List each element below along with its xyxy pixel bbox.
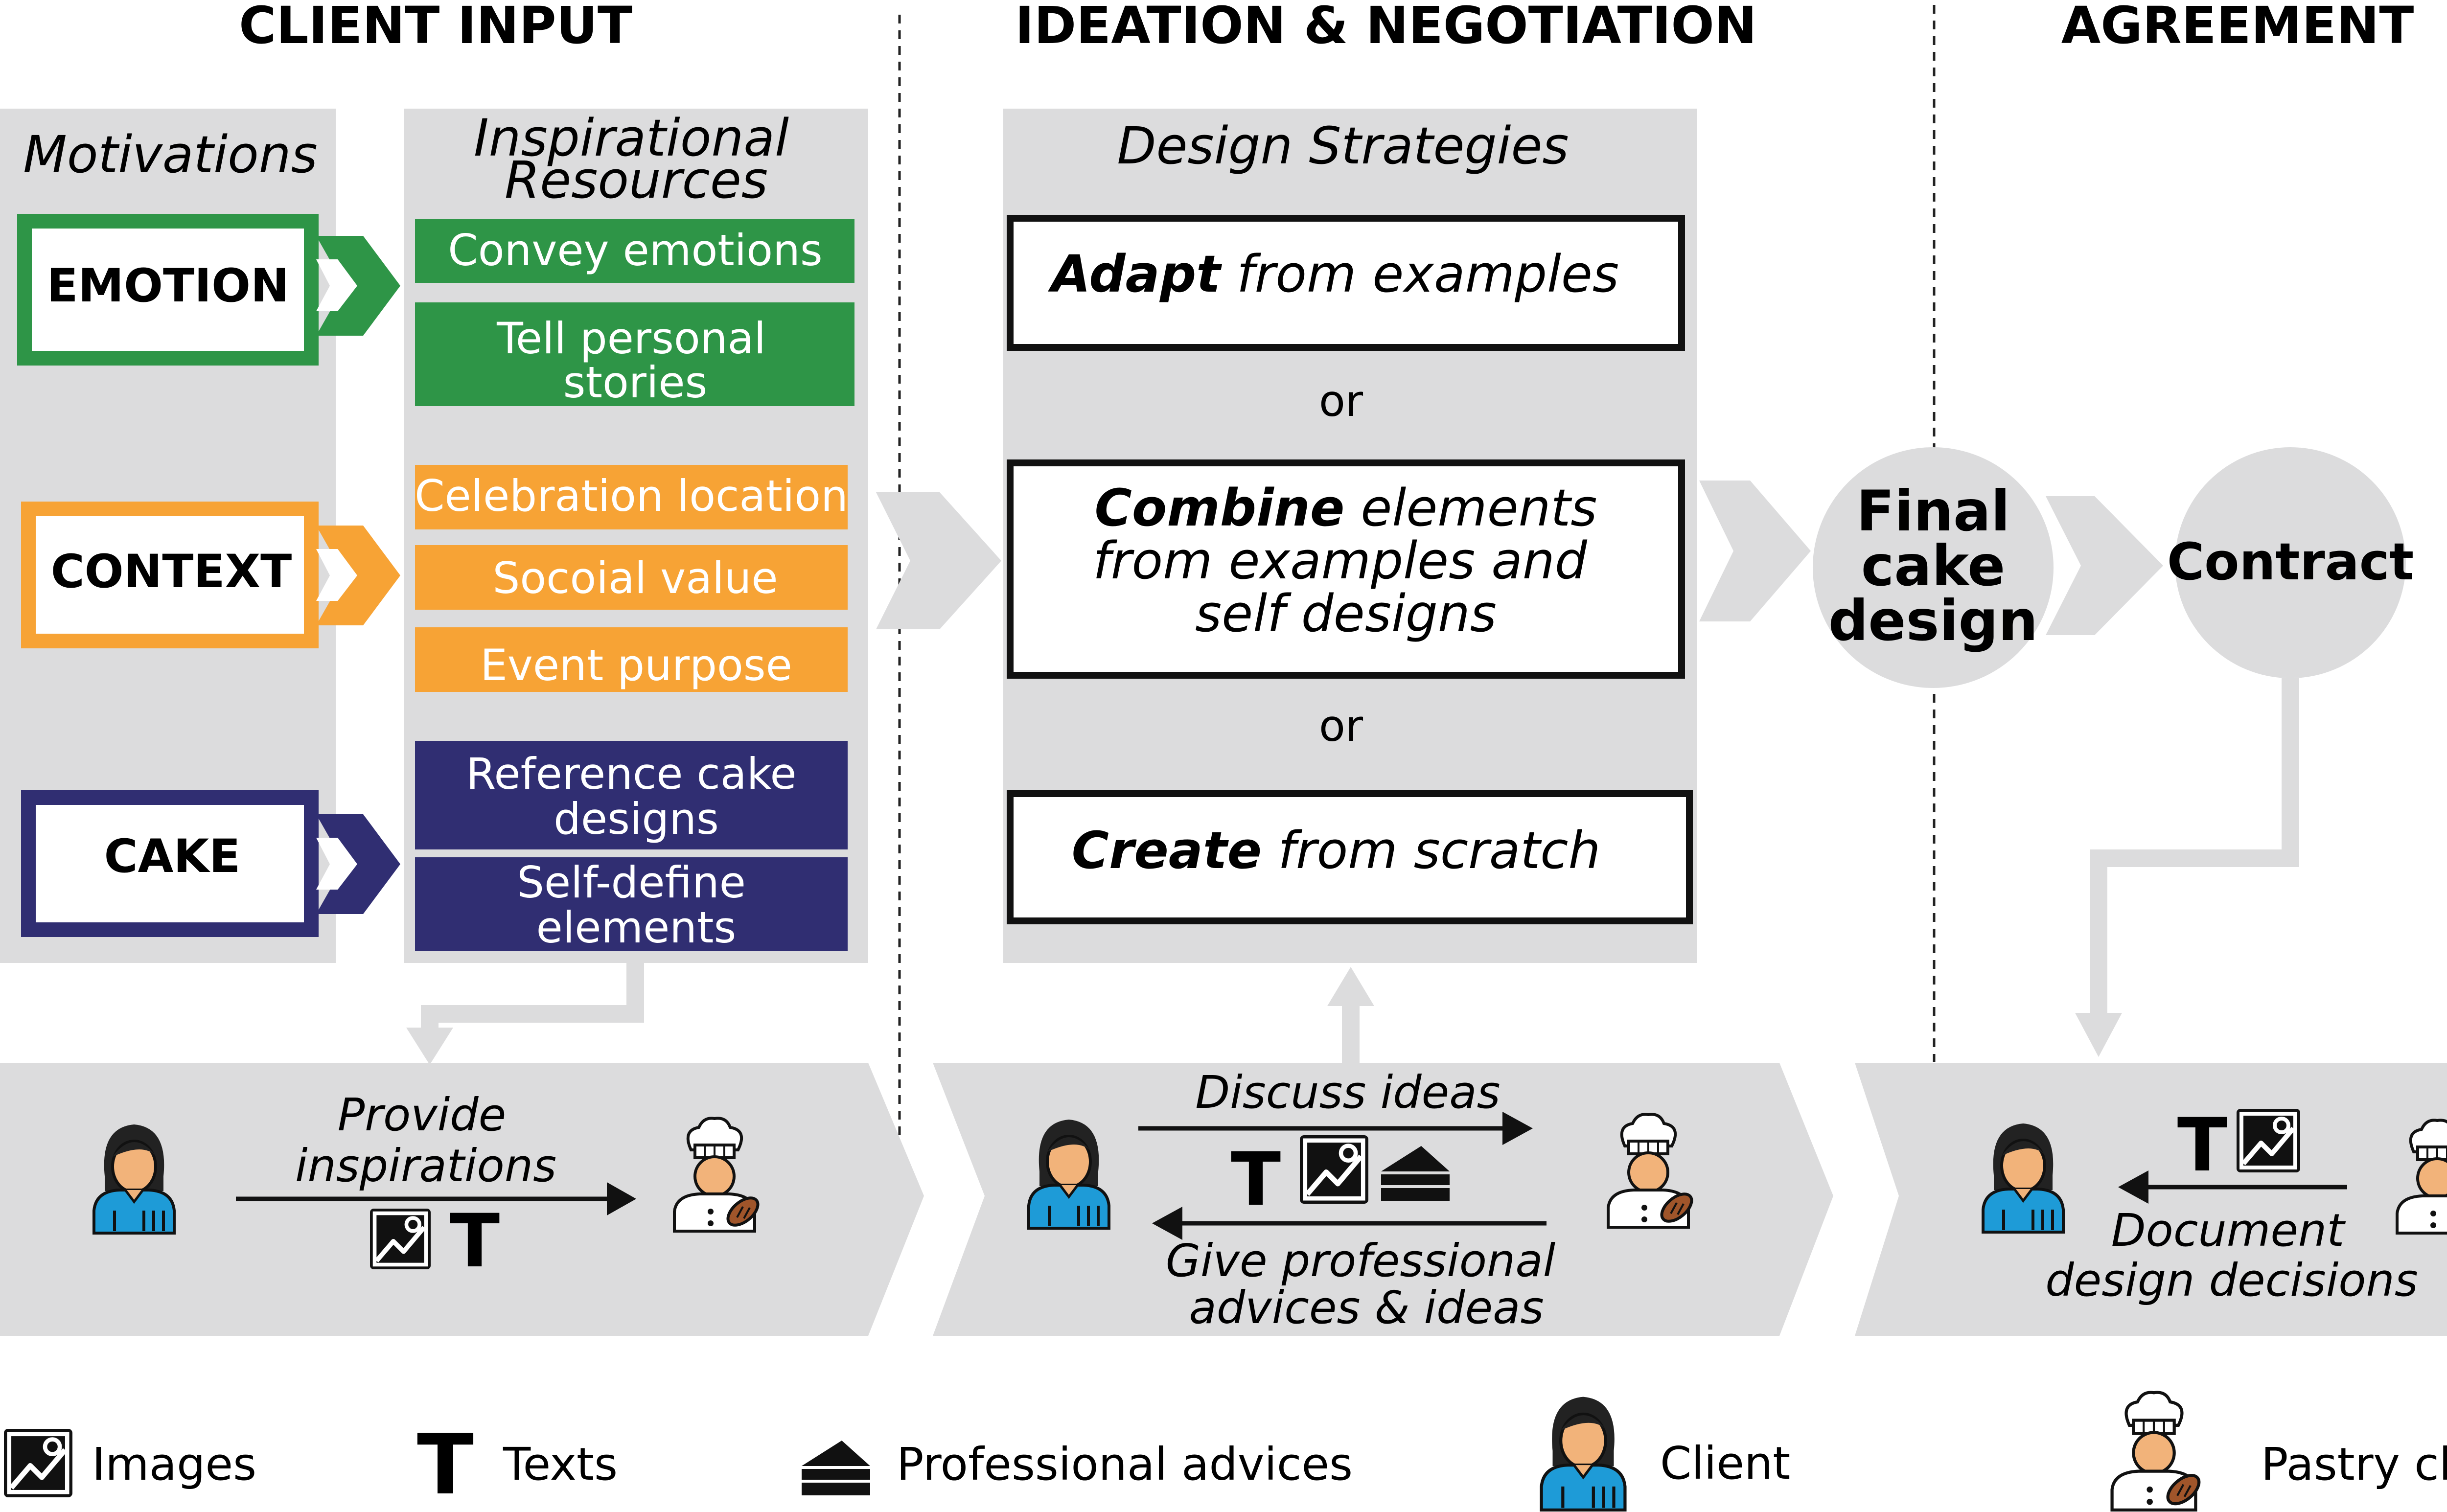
motivations-title: Motivations xyxy=(23,125,318,184)
final-line3: design xyxy=(1828,588,2038,653)
resource-convey-emotions-box xyxy=(415,219,854,283)
resource-self-define-line1: Self-define xyxy=(517,857,746,908)
strategies-title: Design Strategies xyxy=(1117,116,1569,176)
document-label-line1: Document xyxy=(2111,1204,2346,1257)
final-line2: cake xyxy=(1861,533,2006,598)
resource-self-define-box xyxy=(415,857,848,951)
strategy-combine-line1: Combine elements xyxy=(1095,478,1597,538)
strategy-or-2: or xyxy=(1319,701,1363,751)
resource-social-value-box xyxy=(415,545,848,610)
give-label-line2: advices & ideas xyxy=(1189,1282,1544,1334)
document-image-icon xyxy=(2237,1109,2300,1172)
document-text-icon: T xyxy=(2177,1103,2227,1188)
legend-texts-icon: T xyxy=(417,1417,474,1512)
motivation-cake-box xyxy=(21,790,319,937)
arrow-to-final xyxy=(1699,481,1811,621)
legend-images: Images xyxy=(92,1438,256,1490)
resource-social-value: Socoial value xyxy=(492,553,778,603)
give-label-line1: Give professional xyxy=(1166,1235,1556,1287)
motivation-emotion-box xyxy=(17,214,319,366)
legend-client: Client xyxy=(1660,1437,1790,1489)
provide-image-icon xyxy=(370,1209,431,1269)
resource-personal-stories-line1: Tell personal xyxy=(496,313,766,364)
resource-self-define-line2: elements xyxy=(536,902,737,953)
contract-label: Contract xyxy=(2167,532,2414,592)
section-agreement: AGREEMENT xyxy=(2061,0,2414,55)
legend-advices-icon xyxy=(802,1441,870,1495)
strategy-combine-box xyxy=(1007,459,1685,679)
strategy-create-box xyxy=(1007,790,1693,924)
resource-event-purpose-box xyxy=(415,627,848,692)
strategy-adapt: Adapt from examples xyxy=(1048,244,1619,304)
contract-connector xyxy=(2090,678,2299,1023)
resource-reference-designs-line2: designs xyxy=(554,794,719,844)
contract-circle xyxy=(2175,447,2406,678)
resource-personal-stories-box xyxy=(415,302,854,406)
discuss-image-icon xyxy=(1300,1135,1368,1204)
motivation-context: CONTEXT xyxy=(51,545,292,598)
legend-client-icon xyxy=(1542,1397,1625,1510)
strategy-adapt-box xyxy=(1007,215,1685,351)
final-cake-design-circle xyxy=(1813,447,2054,688)
section-client-input: CLIENT INPUT xyxy=(239,0,632,55)
provide-label-line1: Provide xyxy=(338,1089,507,1141)
discuss-text-icon: T xyxy=(1231,1137,1281,1222)
motivation-cake: CAKE xyxy=(104,830,241,883)
provide-text-icon: T xyxy=(450,1199,500,1284)
legend-chef: Pastry chef xyxy=(2261,1438,2447,1490)
resource-event-purpose: Event purpose xyxy=(480,640,792,690)
strategy-combine-line3: self designs xyxy=(1195,584,1497,643)
legend-images-icon xyxy=(4,1429,72,1497)
resources-title-line2: Resources xyxy=(505,150,768,210)
strategy-combine-line2: from examples and xyxy=(1093,531,1588,591)
resource-celebration-location: Celebration location xyxy=(415,471,848,521)
provide-label-line2: inspirations xyxy=(295,1140,556,1192)
strategy-create: Create from scratch xyxy=(1072,821,1601,880)
legend-texts: Texts xyxy=(503,1438,618,1490)
resources-title-line1: Inspirational xyxy=(474,108,789,168)
resource-convey-emotions: Convey emotions xyxy=(448,225,822,275)
resource-reference-designs-box xyxy=(415,741,848,849)
document-label-line2: design decisions xyxy=(2045,1254,2418,1306)
legend-chef-icon xyxy=(2112,1393,2204,1510)
arrow-to-strategies xyxy=(876,492,1001,629)
discuss-label: Discuss ideas xyxy=(1195,1066,1500,1119)
legend-advices: Professional advices xyxy=(897,1438,1353,1490)
motivation-emotion: EMOTION xyxy=(46,259,289,313)
motivation-context-box xyxy=(21,502,319,648)
resource-personal-stories-line2: stories xyxy=(563,357,708,408)
arrow-to-contract xyxy=(2046,496,2163,635)
resources-connector xyxy=(421,963,644,1037)
section-ideation: IDEATION & NEGOTIATION xyxy=(1015,0,1757,55)
resource-celebration-location-box xyxy=(415,465,848,529)
strategy-or-1: or xyxy=(1319,376,1363,426)
resource-reference-designs-line1: Reference cake xyxy=(466,749,796,799)
final-line1: Final xyxy=(1856,479,2010,544)
